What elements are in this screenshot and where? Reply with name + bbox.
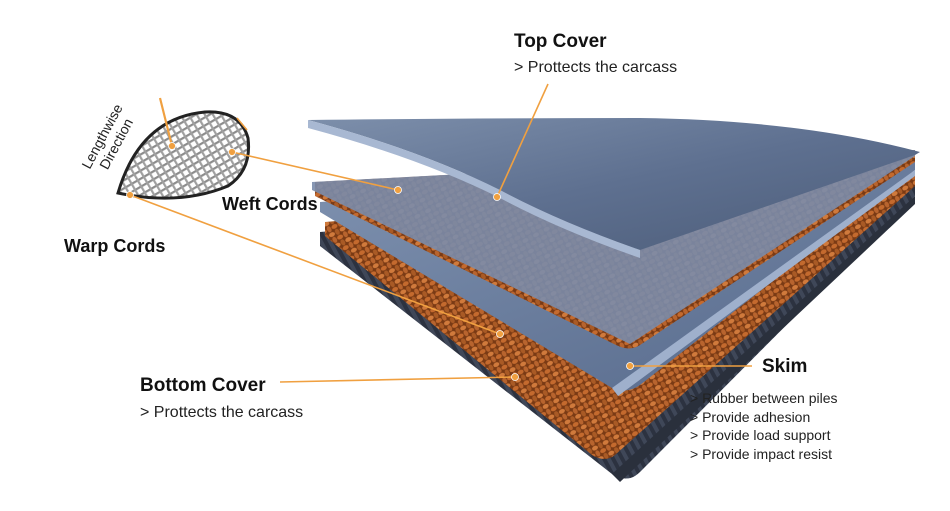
bottom-cover-edge [612, 196, 915, 482]
leader-dots [126, 148, 634, 381]
skim-item: > Provide adhesion [690, 408, 811, 425]
top-cover-title: Top Cover [514, 31, 607, 52]
weft-cords-label: Weft Cords [222, 194, 318, 214]
skim-item: > Rubber between piles [690, 390, 838, 406]
skim-item: > Provide load support [690, 427, 831, 443]
top-cover-curl-edge [308, 120, 640, 258]
leader-lines [129, 83, 752, 383]
warp-cords-label: Warp Cords [64, 236, 166, 256]
skim-desc-list: > Rubber between piles > Provide adhesio… [690, 389, 838, 463]
skim-item: > Provide impact resist [690, 445, 832, 462]
skim-title: Skim [762, 356, 808, 377]
weave-inset [116, 97, 251, 200]
bottom-cover-desc: > Prottects the carcass [140, 404, 304, 421]
bottom-cover-title: Bottom Cover [140, 375, 266, 396]
top-cover-desc: > Prottects the carcass [514, 59, 678, 76]
top-cover-layer [308, 118, 920, 250]
skim-edge [612, 170, 915, 396]
